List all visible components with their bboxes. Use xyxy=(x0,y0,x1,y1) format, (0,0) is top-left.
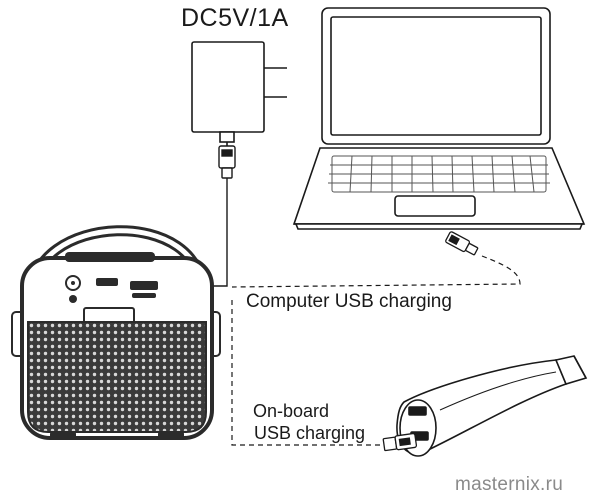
laptop-cable xyxy=(231,255,521,288)
laptop-keyboard xyxy=(328,155,550,193)
computer-usb-charging-label: Computer USB charging xyxy=(246,291,452,312)
usb-plug-icon xyxy=(218,145,236,186)
speaker-icon xyxy=(11,225,221,440)
power-spec-label: DC5V/1A xyxy=(181,4,289,32)
onboard-label-line1: On-board xyxy=(253,401,330,421)
laptop-icon xyxy=(292,7,586,230)
onboard-label-line2: USB charging xyxy=(254,423,366,443)
onboard-usb-charging-label: On-board USB charging xyxy=(253,400,365,444)
watermark: masternix.ru xyxy=(455,474,564,495)
usb-plug-icon xyxy=(445,231,479,256)
usb-plug-icon xyxy=(382,432,418,452)
car-charger-icon xyxy=(396,355,588,457)
car-cable xyxy=(231,300,384,446)
power-adapter-icon xyxy=(191,41,287,146)
